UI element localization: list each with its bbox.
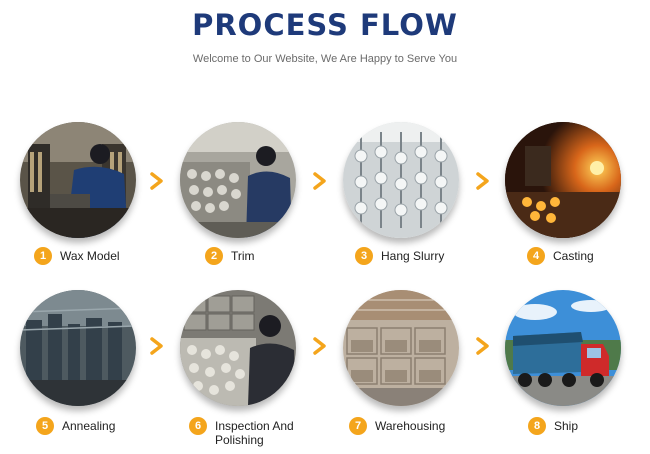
- step-number-badge: 6: [189, 417, 207, 435]
- chevron-right-icon: [476, 337, 490, 355]
- step-number-badge: 7: [349, 417, 367, 435]
- inspection-photo: [180, 290, 296, 406]
- step-label: Hang Slurry: [381, 249, 445, 263]
- step-number-badge: 3: [355, 247, 373, 265]
- trim-photo: [180, 122, 296, 238]
- chevron-right-icon: [150, 337, 164, 355]
- step-4: 4 Casting: [527, 247, 594, 265]
- casting-photo: [505, 122, 621, 238]
- chevron-right-icon: [476, 172, 490, 190]
- annealing-photo: [20, 290, 136, 406]
- ship-truck-photo: [505, 290, 621, 406]
- step-number-badge: 5: [36, 417, 54, 435]
- step-number-badge: 4: [527, 247, 545, 265]
- hang-slurry-photo: [343, 122, 459, 238]
- step-label: Inspection And Polishing: [215, 419, 294, 447]
- step-6: 6 Inspection And Polishing: [189, 417, 315, 447]
- chevron-right-icon: [150, 172, 164, 190]
- step-8: 8 Ship: [528, 417, 578, 435]
- page-title: PROCESS FLOW: [192, 8, 458, 42]
- step-3: 3 Hang Slurry: [355, 247, 444, 265]
- step-number-badge: 2: [205, 247, 223, 265]
- step-number-badge: 8: [528, 417, 546, 435]
- step-label: Ship: [554, 419, 579, 433]
- step-7: 7 Warehousing: [349, 417, 445, 435]
- warehousing-photo: [343, 290, 459, 406]
- step-number-badge: 1: [34, 247, 52, 265]
- chevron-right-icon: [313, 337, 327, 355]
- step-1: 1 Wax Model: [34, 247, 120, 265]
- step-label: Trim: [231, 249, 255, 263]
- step-label: Warehousing: [375, 419, 446, 433]
- step-label: Casting: [553, 249, 594, 263]
- step-2: 2 Trim: [205, 247, 255, 265]
- step-label: Wax Model: [60, 249, 120, 263]
- step-label: Annealing: [62, 419, 116, 433]
- chevron-right-icon: [313, 172, 327, 190]
- page-subtitle: Welcome to Our Website, We Are Happy to …: [192, 53, 458, 65]
- wax-model-photo: [20, 122, 136, 238]
- step-5: 5 Annealing: [36, 417, 115, 435]
